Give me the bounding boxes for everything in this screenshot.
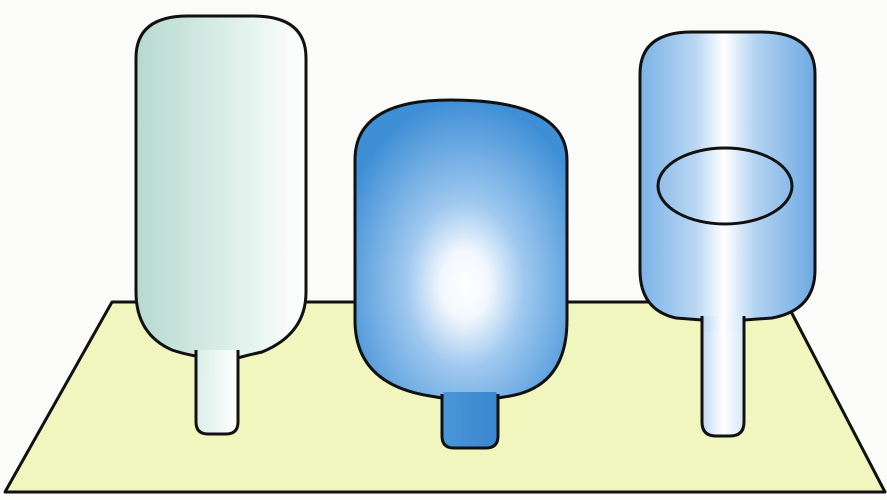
tall-pale-green-bottle (134, 14, 308, 436)
oval-opening (656, 146, 794, 226)
left-bottle-body (134, 14, 308, 372)
blue-bottle-with-oval-opening (638, 30, 817, 438)
right-bottle-body (638, 30, 817, 322)
right-bottle-neck (700, 318, 746, 438)
middle-bottle-body (353, 98, 569, 400)
wide-blue-bottle (353, 98, 569, 450)
